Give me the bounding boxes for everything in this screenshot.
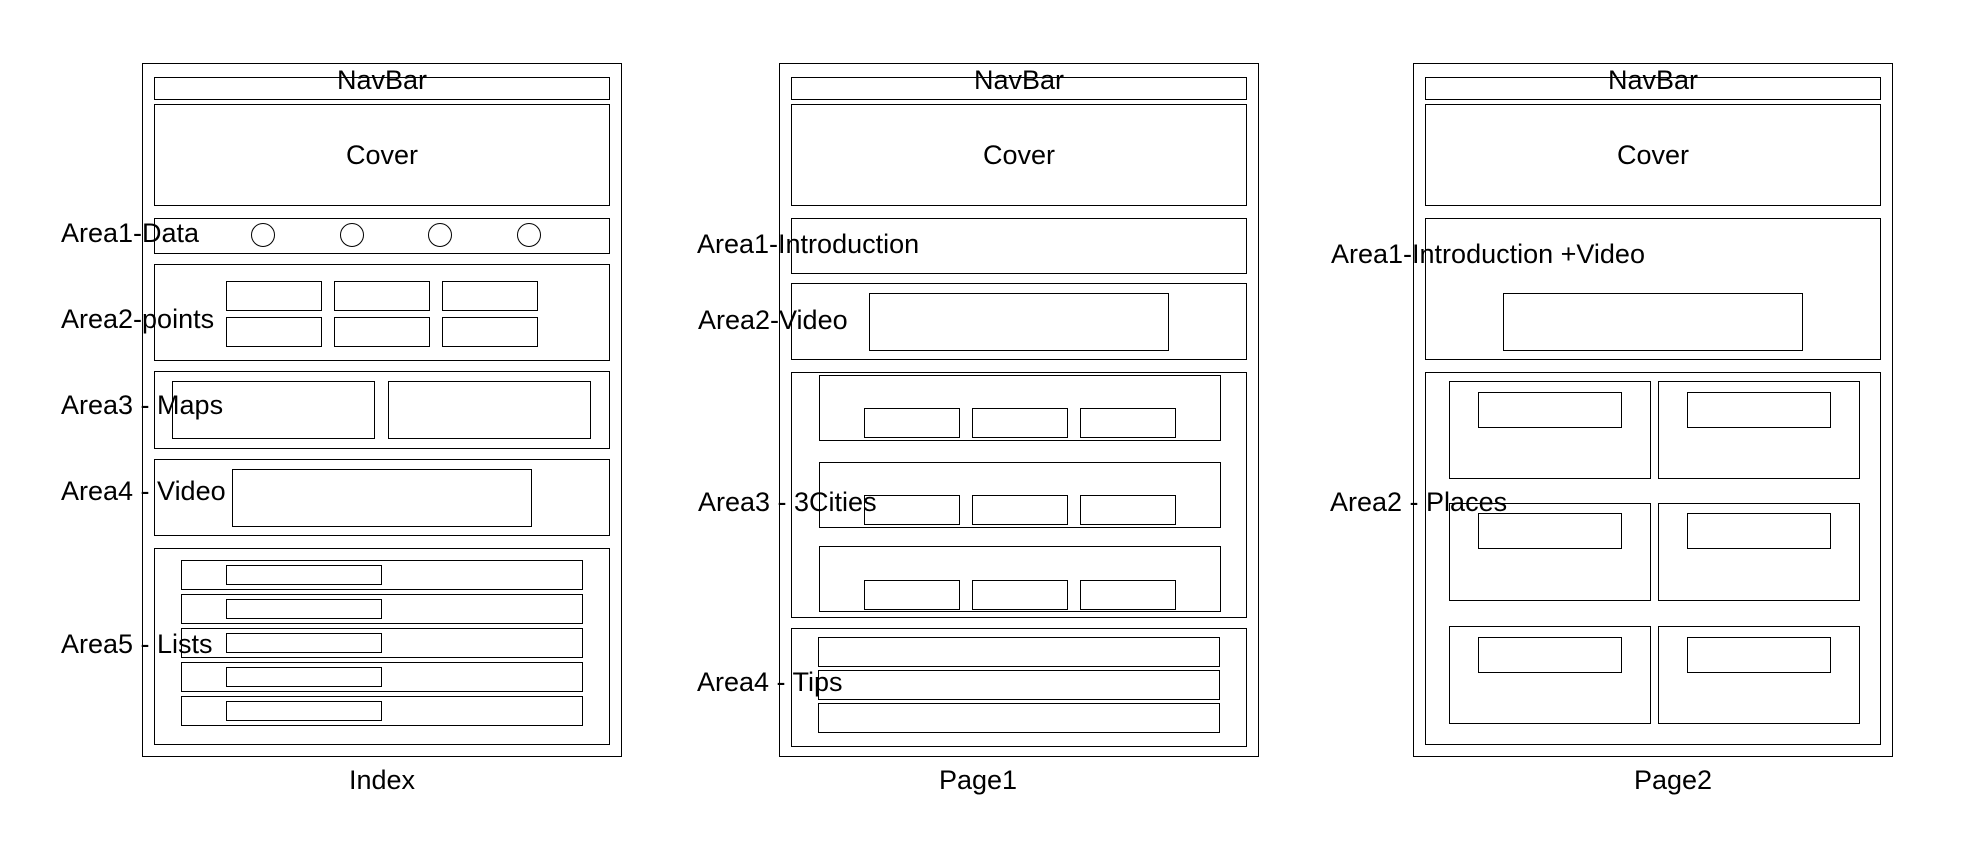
page1-frame [779, 63, 1259, 757]
page2-place-card [1658, 626, 1860, 724]
page1-navbar-box [791, 77, 1247, 100]
index-point-box [442, 317, 538, 347]
index-list-bar [226, 599, 382, 619]
page2-frame [1413, 63, 1893, 757]
page2-place-card [1449, 626, 1651, 724]
page2-navbar-box [1425, 77, 1881, 100]
page2-caption: Page2 [1633, 765, 1713, 795]
page1-area4-box [791, 628, 1247, 747]
page1-area1-box [791, 218, 1247, 274]
page1-area2-box [791, 283, 1247, 360]
page1-cover-label: Cover [982, 140, 1056, 170]
index-list-row [181, 628, 583, 658]
page1-caption: Page1 [938, 765, 1018, 795]
index-list-row [181, 560, 583, 590]
page2-area2-label: Area2 - Places [1330, 487, 1508, 517]
page2-area1-label: Area1-Introduction +Video [1331, 239, 1645, 269]
page1-navbar-label: NavBar [973, 65, 1065, 95]
page2-cover-box [1425, 104, 1881, 206]
page1-area2-label: Area2-Video [698, 305, 848, 335]
index-data-circle [340, 223, 364, 247]
index-area1-box [154, 218, 610, 254]
index-map-box [172, 381, 375, 439]
index-list-bar [226, 565, 382, 585]
index-area2-box [154, 264, 610, 361]
index-list-row [181, 594, 583, 624]
index-list-row [181, 662, 583, 692]
index-map-box [388, 381, 591, 439]
page1-area3-label: Area3 - 3Cities [698, 487, 877, 517]
index-area1-label: Area1-Data [61, 218, 200, 248]
index-list-row [181, 696, 583, 726]
page1-area4-label: Area4 - Tips [697, 667, 843, 697]
page2-area1-box [1425, 218, 1881, 360]
page2-navbar-label: NavBar [1607, 65, 1699, 95]
index-area3-label: Area3 - Maps [61, 390, 224, 420]
page1-city-item [864, 495, 960, 525]
page2-place-inner [1478, 392, 1622, 428]
index-cover-label: Cover [345, 140, 419, 170]
index-area5-box [154, 548, 610, 745]
index-data-circle [428, 223, 452, 247]
index-data-circle [251, 223, 275, 247]
page2-place-card [1658, 503, 1860, 601]
index-area5-label: Area5 - Lists [61, 629, 213, 659]
page2-place-inner [1687, 513, 1831, 549]
page1-city-item [1080, 580, 1176, 610]
page1-tip-row [818, 670, 1220, 700]
index-navbar-box [154, 77, 610, 100]
index-area3-box [154, 371, 610, 449]
index-frame [142, 63, 622, 757]
page2-place-card [1658, 381, 1860, 479]
page1-city-item [864, 408, 960, 438]
index-list-bar [226, 633, 382, 653]
page1-cover-box [791, 104, 1247, 206]
index-data-circle [517, 223, 541, 247]
page1-tip-row [818, 637, 1220, 667]
page1-area1-label: Area1-Introduction [697, 229, 920, 259]
index-point-box [334, 281, 430, 311]
page1-city-item [1080, 495, 1176, 525]
page2-video-box [1503, 293, 1803, 351]
page1-video-box [869, 293, 1169, 351]
index-area4-label: Area4 - Video [61, 476, 226, 506]
page1-area3-box [791, 372, 1247, 618]
page1-city-item [972, 408, 1068, 438]
page2-place-inner [1687, 392, 1831, 428]
page1-city-item [1080, 408, 1176, 438]
page1-city-box [819, 375, 1221, 441]
page1-city-box [819, 546, 1221, 612]
index-area4-box [154, 459, 610, 536]
index-navbar-label: NavBar [336, 65, 428, 95]
page1-city-item [864, 580, 960, 610]
index-point-box [442, 281, 538, 311]
index-list-bar [226, 701, 382, 721]
index-cover-box [154, 104, 610, 206]
index-area2-label: Area2-points [61, 304, 215, 334]
index-list-bar [226, 667, 382, 687]
page2-area2-box [1425, 372, 1881, 745]
index-caption: Index [348, 765, 416, 795]
page2-place-inner [1478, 637, 1622, 673]
index-point-box [226, 317, 322, 347]
index-point-box [226, 281, 322, 311]
index-point-box [334, 317, 430, 347]
page2-place-card [1449, 503, 1651, 601]
page2-place-card [1449, 381, 1651, 479]
page2-place-inner [1687, 637, 1831, 673]
page1-city-item [972, 495, 1068, 525]
page1-city-item [972, 580, 1068, 610]
page2-place-inner [1478, 513, 1622, 549]
page1-tip-row [818, 703, 1220, 733]
page2-cover-label: Cover [1616, 140, 1690, 170]
index-video-box [232, 469, 532, 527]
page1-city-box [819, 462, 1221, 528]
